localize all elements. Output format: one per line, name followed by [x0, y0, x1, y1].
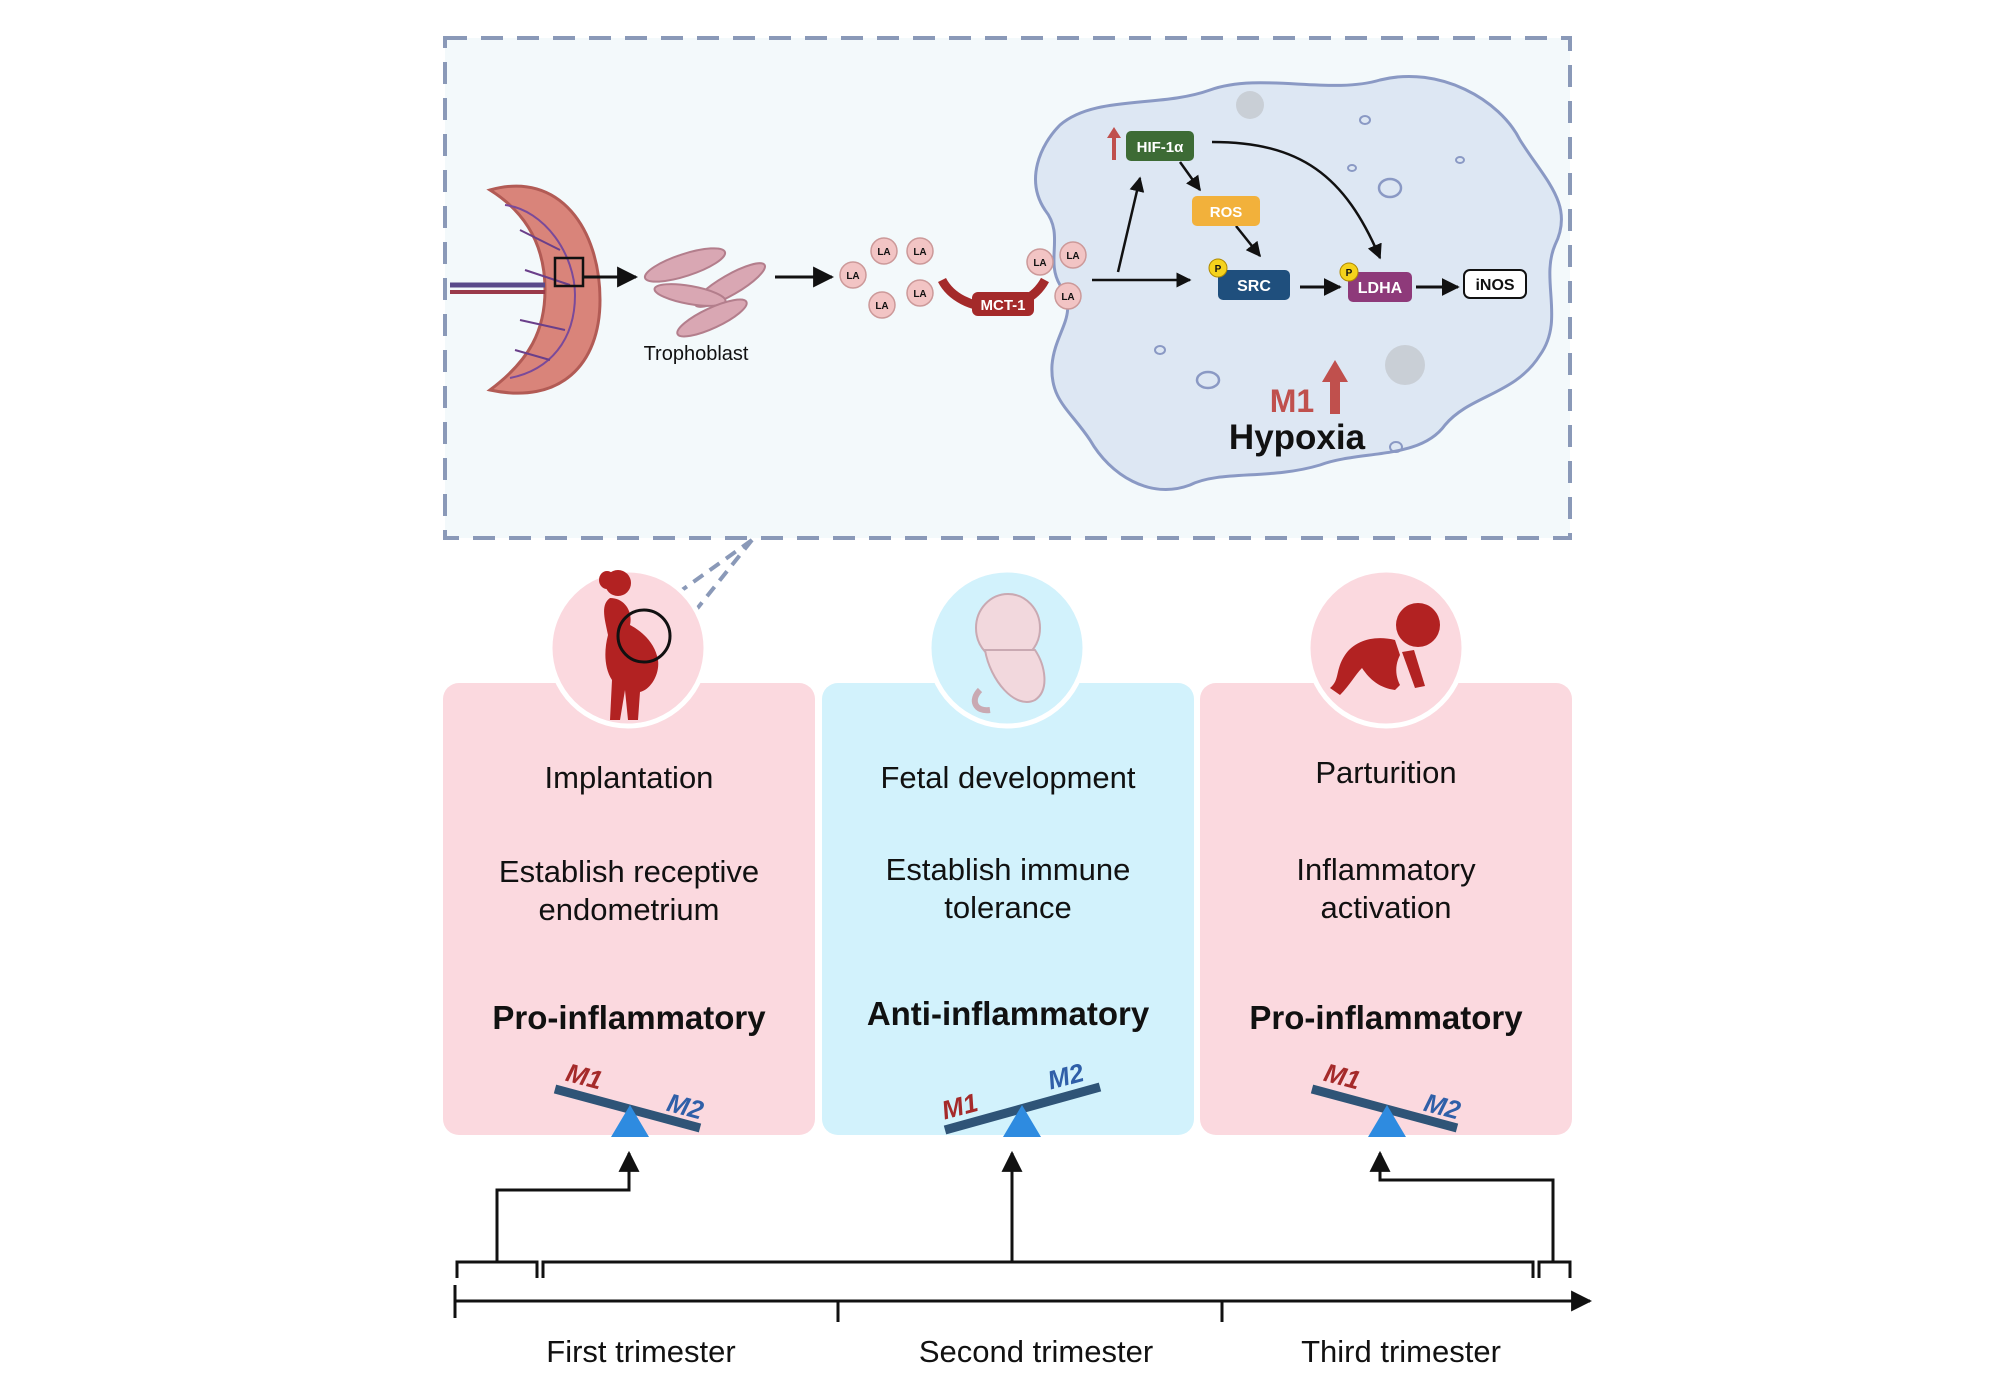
- hif-node: [1126, 131, 1194, 161]
- stage-description: tolerance: [944, 890, 1072, 925]
- mechanism-inset: Trophoblast LA LA LA LA LA MCT-1 LA LA L…: [443, 36, 1572, 540]
- trimester-label: Second trimester: [919, 1334, 1153, 1369]
- fetus-magnifier: [616, 608, 672, 664]
- svg-text:LA: LA: [913, 247, 926, 258]
- up-arrow-icon: [1322, 360, 1348, 382]
- card-background: [443, 683, 815, 1135]
- connector-first: [495, 1150, 640, 1262]
- inos-node: [1463, 269, 1527, 299]
- zoom-line: [638, 538, 754, 622]
- stage-title: Fetal development: [880, 760, 1135, 795]
- stage-description: Inflammatory: [1296, 852, 1476, 887]
- macrophage-cell: [1034, 75, 1563, 491]
- svg-text:LA: LA: [1033, 258, 1046, 269]
- stage-card-implantation: Implantation Establish receptive endomet…: [443, 567, 815, 1137]
- lactate-particle: LA: [1059, 241, 1087, 269]
- trophoblast-label: Trophoblast: [644, 343, 749, 365]
- vesicle: [1347, 164, 1357, 172]
- vesicle: [1385, 345, 1425, 385]
- up-arrow-icon: [1107, 127, 1121, 138]
- arrow-hif-to-ldha: [1211, 140, 1382, 260]
- stage-description: endometrium: [539, 892, 720, 927]
- lactate-particle: LA: [1054, 282, 1082, 310]
- stage-title: Implantation: [545, 760, 714, 795]
- stage-state: Pro-inflammatory: [492, 999, 766, 1036]
- vesicle: [1389, 441, 1403, 453]
- timeline: First trimester Second trimester Third t…: [453, 1150, 1593, 1369]
- stage-description: Establish immune: [886, 852, 1131, 887]
- src-label: SRC: [1237, 278, 1271, 295]
- mct1-label-box: [972, 292, 1034, 316]
- src-node: [1218, 270, 1290, 300]
- bracket-third: [1537, 1260, 1572, 1278]
- placenta-icon: [450, 184, 602, 395]
- trimester-label: Third trimester: [1301, 1334, 1501, 1369]
- bracket-first: [455, 1260, 539, 1278]
- stage-title: Parturition: [1315, 755, 1456, 790]
- vesicle: [1359, 115, 1371, 125]
- lactate-particle: LA: [906, 237, 934, 265]
- stage-description: Establish receptive: [499, 854, 759, 889]
- phospho-badge: [1208, 258, 1228, 278]
- svg-text:LA: LA: [846, 271, 859, 282]
- vesicle: [1236, 91, 1264, 119]
- arrow-ros-to-src: [1235, 225, 1261, 258]
- inos-label: iNOS: [1475, 277, 1514, 294]
- svg-text:LA: LA: [877, 247, 890, 258]
- lactate-particle: LA: [1026, 248, 1054, 276]
- hif-label: HIF-1α: [1137, 139, 1185, 156]
- stage-state: Anti-inflammatory: [867, 995, 1150, 1032]
- vesicle: [1455, 156, 1465, 164]
- trophoblast-cells-icon: [643, 247, 766, 338]
- crawling-baby-icon: [1330, 603, 1440, 695]
- lactate-particle: LA: [868, 291, 896, 319]
- ros-label: ROS: [1210, 204, 1243, 221]
- lactate-particle: LA: [839, 261, 867, 289]
- trimester-label: First trimester: [546, 1334, 735, 1369]
- ldha-label: LDHA: [1358, 280, 1403, 297]
- hypoxia-label: Hypoxia: [1229, 418, 1366, 457]
- svg-text:LA: LA: [913, 289, 926, 300]
- svg-text:LA: LA: [1066, 251, 1079, 262]
- lactate-particle: LA: [906, 279, 934, 307]
- ldha-node: [1348, 272, 1412, 302]
- fetus-icon: [971, 593, 1046, 714]
- lactate-particle: LA: [870, 237, 898, 265]
- stage-description: activation: [1321, 890, 1452, 925]
- vesicle: [1154, 345, 1166, 355]
- svg-text:LA: LA: [875, 301, 888, 312]
- card-background: [822, 683, 1194, 1135]
- vesicle: [1195, 370, 1221, 390]
- connector-third: [1369, 1150, 1555, 1262]
- mct1-label: MCT-1: [981, 297, 1026, 314]
- svg-text:P: P: [1346, 268, 1353, 279]
- card-background: [1200, 683, 1572, 1135]
- m1-up-arrow-shaft: [1330, 378, 1340, 414]
- arrow-lactate-to-hif: [1116, 176, 1145, 273]
- stage-card-parturition: Parturition Inflammatory activation Pro-…: [1200, 567, 1572, 1137]
- svg-text:P: P: [1215, 264, 1222, 275]
- phospho-badge: [1339, 262, 1359, 282]
- stage-card-fetal-development: Fetal development Establish immune toler…: [822, 567, 1194, 1137]
- ros-node: [1192, 196, 1260, 226]
- vesicle: [1377, 177, 1403, 199]
- stage-state: Pro-inflammatory: [1249, 999, 1523, 1036]
- svg-text:LA: LA: [1061, 292, 1074, 303]
- m1-label: M1: [1270, 383, 1314, 419]
- bracket-second: [541, 1260, 1535, 1278]
- arrow-hif-to-ros: [1178, 161, 1202, 192]
